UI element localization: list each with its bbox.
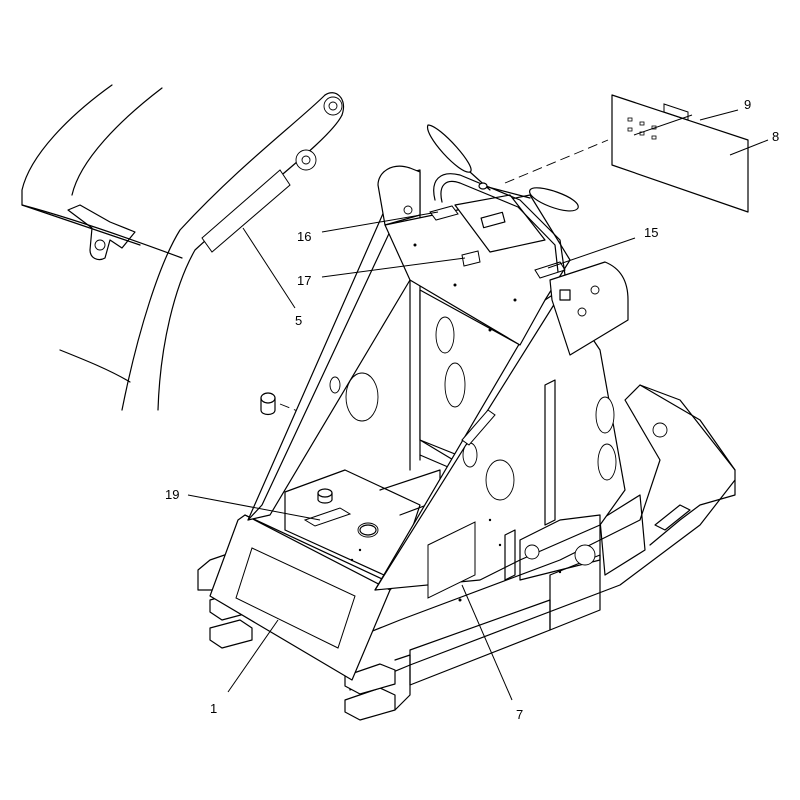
callout-16: 16 <box>297 229 311 244</box>
callout-9: 9 <box>744 97 751 112</box>
callout-leaders <box>187 109 769 701</box>
front-decal <box>235 547 356 649</box>
control-handles <box>427 124 579 276</box>
bushing <box>260 392 301 416</box>
callout-labels: 9 8 16 15 17 5 19 1 7 <box>165 97 779 722</box>
decal-sheet <box>611 94 749 213</box>
control-console <box>377 165 571 346</box>
tower-right-plate <box>374 289 626 602</box>
side-stripe <box>461 409 496 446</box>
callout-19: 19 <box>165 487 179 502</box>
upright-bracket <box>549 261 629 356</box>
console-decal-16 <box>429 205 459 221</box>
callout-1: 1 <box>210 701 217 716</box>
callout-15: 15 <box>644 225 658 240</box>
arm-decal <box>201 169 291 253</box>
floor-decal <box>303 507 352 527</box>
callout-7: 7 <box>516 707 523 722</box>
console-decal-17 <box>461 250 481 267</box>
sheet-decal <box>663 103 689 121</box>
side-decal <box>427 521 476 599</box>
callout-17: 17 <box>297 273 311 288</box>
callout-8: 8 <box>772 129 779 144</box>
loader-arm <box>21 84 345 411</box>
callout-5: 5 <box>295 313 302 328</box>
